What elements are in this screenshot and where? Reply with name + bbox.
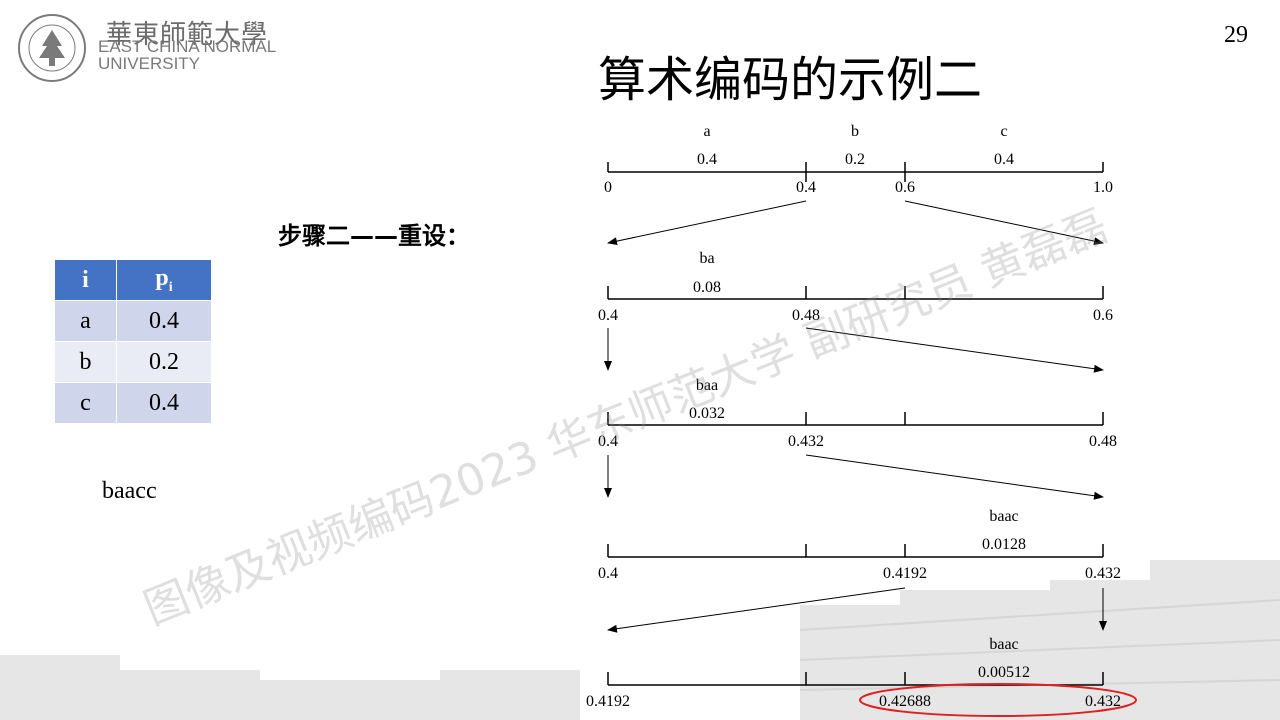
table-header-p-sub: i [168, 279, 173, 295]
tick-label: 0.4 [796, 179, 816, 196]
university-logo: 華東師範大學 EAST CHINA NORMAL UNIVERSITY [10, 8, 300, 88]
tick-label: 0.42688 [879, 693, 931, 710]
tick-label: 0 [604, 179, 612, 196]
table-cell-prob: 0.2 [116, 341, 212, 383]
probability-label: 0.4 [994, 151, 1014, 168]
logo-english-line1: EAST CHINA NORMAL [98, 37, 277, 56]
table-header-row: i pi [54, 259, 212, 301]
page-number: 29 [1224, 22, 1248, 48]
step-label: 步骤二——重设： [278, 222, 470, 250]
table-cell-prob: 0.4 [116, 382, 212, 424]
probability-label: 0.0128 [982, 536, 1026, 553]
logo-english-name: EAST CHINA NORMAL UNIVERSITY [98, 38, 276, 72]
interval-level-3 [607, 544, 1104, 558]
tick-label: 1.0 [1093, 179, 1113, 196]
probability-label: 0.4 [697, 151, 717, 168]
table-header-p-text: p [155, 264, 169, 291]
table-cell-symbol: c [54, 382, 117, 424]
table-row: c 0.4 [54, 382, 212, 424]
input-sequence: baacc [102, 478, 157, 504]
sequence-label: baac [989, 636, 1018, 653]
tick-label: 0.4 [598, 307, 618, 324]
tick-label: 0.432 [1085, 565, 1121, 582]
zoom-arrow [607, 200, 807, 246]
tick-label: 0.432 [788, 433, 824, 450]
university-seal-icon [18, 14, 86, 82]
sequence-label: ba [699, 250, 714, 267]
symbol-label: c [1000, 123, 1007, 140]
table-cell-symbol: b [54, 341, 117, 383]
sequence-label: baa [696, 377, 718, 394]
probability-label: 0.032 [689, 405, 725, 422]
slide-title: 算术编码的示例二 [597, 52, 982, 108]
zoom-arrow [607, 587, 906, 633]
zoom-arrow [904, 200, 1104, 246]
tick-label: 0.48 [792, 307, 820, 324]
tick-label: 0.6 [895, 179, 915, 196]
probability-label: 0.00512 [978, 664, 1030, 681]
zoom-arrow [805, 327, 1104, 373]
tick-label: 0.48 [1089, 433, 1117, 450]
table-row: b 0.2 [54, 341, 212, 383]
tick-label: 0.4 [598, 565, 618, 582]
tick-label: 0.4192 [586, 693, 630, 710]
logo-english-line2: UNIVERSITY [98, 54, 201, 73]
sequence-label: baac [989, 508, 1018, 525]
interval-level-2 [607, 412, 1104, 426]
probability-label: 0.2 [845, 151, 865, 168]
tick-label: 0.4192 [883, 565, 927, 582]
table-header-i: i [54, 259, 117, 301]
tick-label: 0.432 [1085, 693, 1121, 710]
tick-label: 0.4 [598, 433, 618, 450]
symbol-label: a [703, 123, 710, 140]
table-header-p: pi [116, 259, 212, 301]
probability-table: i pi a 0.4 b 0.2 c 0.4 [54, 259, 212, 424]
logo-chinese-name: 華東師範大學 [106, 20, 269, 50]
interval-level-1 [607, 286, 1104, 300]
interval-level-0 [607, 162, 1104, 182]
zoom-arrow [805, 454, 1104, 500]
table-cell-symbol: a [54, 300, 117, 342]
probability-label: 0.08 [693, 279, 721, 296]
tick-label: 0.6 [1093, 307, 1113, 324]
result-highlight-ellipse [859, 683, 1137, 717]
symbol-label: b [851, 123, 859, 140]
